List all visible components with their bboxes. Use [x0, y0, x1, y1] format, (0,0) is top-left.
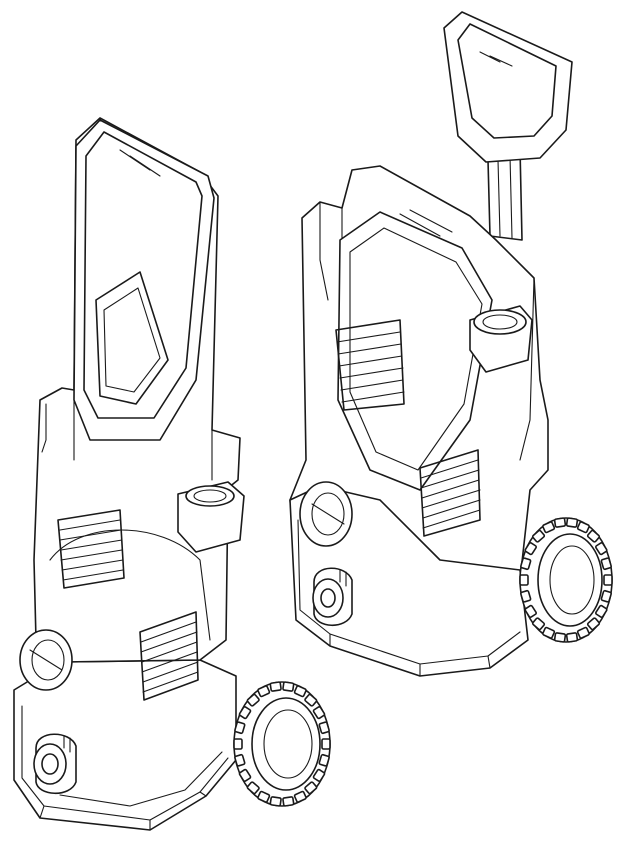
tread-block — [531, 617, 546, 631]
handle-icon — [443, 11, 573, 241]
pressure-washer-left — [13, 117, 331, 831]
tread-block — [542, 626, 556, 639]
wheel-icon — [233, 681, 331, 807]
tread-block — [520, 589, 532, 603]
tread-block — [520, 557, 532, 571]
vent-grille-icon — [335, 319, 405, 411]
tread-block — [282, 796, 295, 807]
hose-connector-icon — [33, 733, 77, 795]
vent-grille-icon — [57, 509, 125, 589]
tread-block — [304, 781, 318, 795]
tread-block — [282, 681, 295, 692]
tread-block — [293, 685, 307, 698]
base-chassis — [289, 485, 529, 677]
outlet-ring — [299, 481, 353, 547]
tread-block — [312, 768, 326, 782]
tread-block — [565, 632, 579, 643]
pressure-washer-right — [289, 11, 613, 677]
tread-block — [542, 521, 556, 534]
tread-block — [257, 790, 271, 803]
tread-block — [603, 574, 613, 586]
tread-block — [595, 604, 608, 618]
tread-block — [586, 617, 601, 631]
tread-block — [519, 574, 529, 586]
tread-block — [553, 632, 567, 643]
hose-connector-icon — [312, 567, 353, 627]
vent-grille-icon — [419, 449, 481, 537]
tread-block — [269, 681, 282, 692]
hose-holder — [177, 481, 245, 553]
tread-block — [257, 685, 271, 698]
tread-block — [553, 517, 567, 528]
tread-block — [304, 693, 318, 707]
tread-block — [234, 753, 246, 767]
tread-block — [524, 604, 537, 618]
tread-block — [238, 706, 252, 720]
tread-block — [600, 589, 612, 603]
tread-block — [234, 721, 246, 735]
tread-block — [233, 738, 243, 750]
wheel-icon — [519, 517, 613, 643]
tread-block — [293, 790, 307, 803]
tread-block — [565, 517, 579, 528]
tread-block — [531, 529, 546, 543]
tread-block — [321, 738, 331, 750]
tread-block — [318, 721, 330, 735]
tread-block — [246, 781, 260, 795]
tread-block — [586, 529, 601, 543]
top-cover — [337, 209, 493, 491]
handle-left — [73, 119, 215, 441]
tread-block — [600, 557, 612, 571]
tread-block — [312, 706, 326, 720]
hose-holder — [469, 305, 533, 373]
tread-block — [595, 542, 608, 556]
tread-block — [576, 626, 590, 639]
tread-block — [318, 753, 330, 767]
tread-block — [576, 521, 590, 534]
tread-block — [238, 768, 252, 782]
tread-block — [246, 693, 260, 707]
tread-block — [269, 796, 282, 807]
vent-grille-icon — [139, 611, 199, 701]
outlet-ring — [19, 629, 73, 691]
tread-block — [524, 542, 537, 556]
